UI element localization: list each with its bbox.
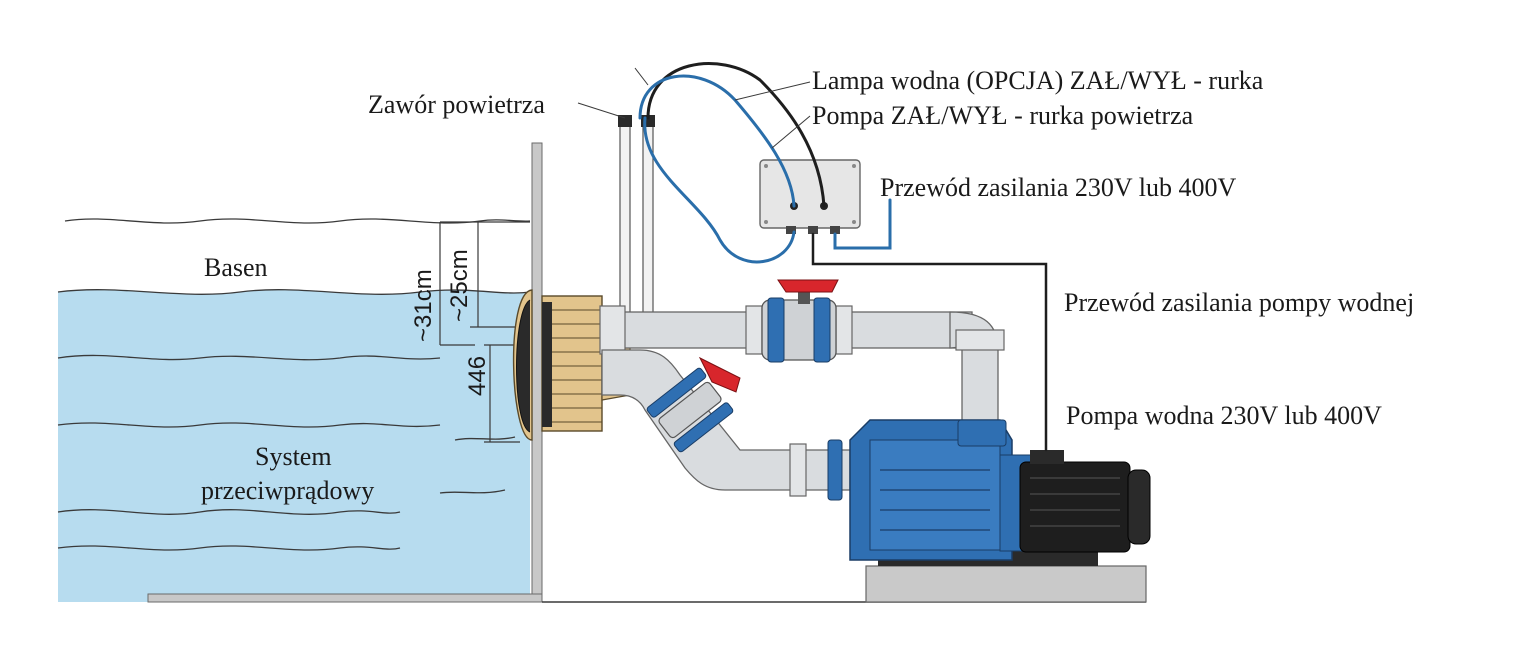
leader-lines	[577, 67, 811, 149]
system-label-line1: System	[255, 442, 332, 471]
upper-ball-valve	[761, 279, 839, 363]
pump-cable-label: Przewód zasilania pompy wodnej	[1064, 288, 1415, 317]
control-box	[759, 159, 861, 234]
lower-pipe	[601, 349, 851, 501]
pool-floor	[147, 593, 543, 603]
pool-wall	[531, 142, 543, 603]
lamp-tube-label: Lampa wodna (OPCJA) ZAŁ/WYŁ - rurka	[812, 66, 1264, 95]
air-valve-tubes	[605, 115, 655, 339]
system-label-line2: przeciwprądowy	[201, 476, 375, 505]
pump-motor	[1019, 461, 1131, 553]
pool-water	[58, 289, 530, 602]
dimension-25cm: ~25cm	[446, 249, 473, 322]
dimension-446: 446	[464, 355, 491, 396]
pump-label: Pompa wodna 230V lub 400V	[1066, 401, 1382, 430]
water-waves	[57, 218, 531, 551]
pump-base	[865, 565, 1147, 603]
water-pump	[849, 419, 1151, 603]
power-cable-label: Przewód zasilania 230V lub 400V	[880, 173, 1237, 202]
air-tubes-and-cables	[638, 62, 1048, 452]
pump-tube-label: Pompa ZAŁ/WYŁ - rurka powietrza	[812, 101, 1194, 130]
dimension-31cm: ~31cm	[410, 269, 437, 342]
pool-label: Basen	[204, 253, 268, 282]
air-valve-label: Zawór powietrza	[368, 90, 545, 119]
